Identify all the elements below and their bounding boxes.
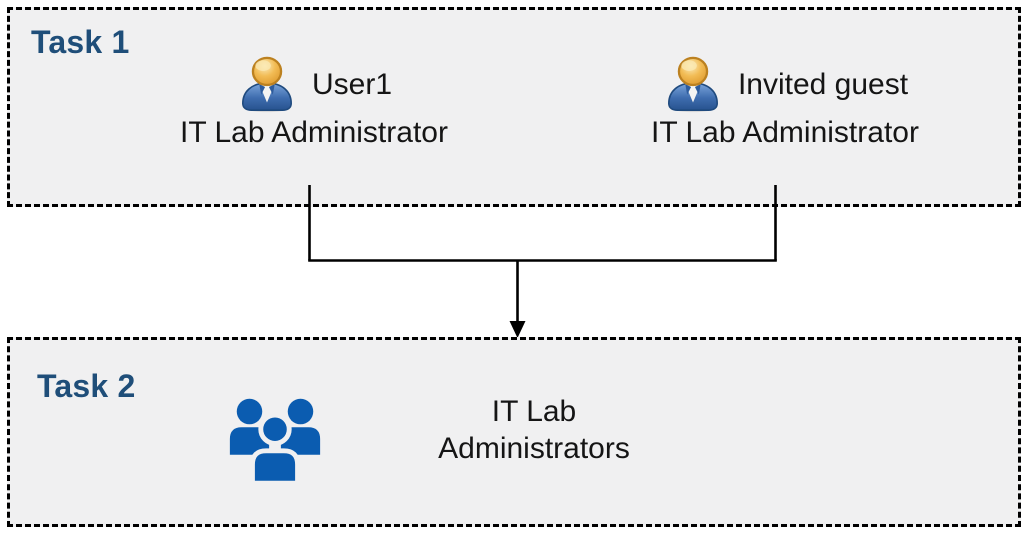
- guest-role: IT Lab Administrator: [651, 116, 919, 149]
- group-name-line2: Administrators: [438, 432, 630, 465]
- task1-box: Task 1 User1 IT Lab Administrator: [7, 7, 1021, 207]
- people-group-icon: [224, 394, 326, 486]
- task2-box: Task 2 IT Lab Administrators: [7, 337, 1021, 527]
- guest-row: Invited guest: [662, 54, 908, 116]
- group-name-line1: IT Lab: [491, 395, 577, 428]
- group-name: IT Lab Administrators: [364, 393, 704, 467]
- guest-name: Invited guest: [737, 68, 909, 101]
- user-entry-invited-guest: Invited guest IT Lab Administrator: [615, 54, 955, 150]
- user1-row: User1: [236, 54, 392, 116]
- task2-label: Task 2: [37, 368, 136, 404]
- arrow-down-icon: [509, 321, 526, 338]
- user1-name: User1: [311, 68, 393, 101]
- task1-label: Task 1: [31, 24, 130, 60]
- user-icon: [236, 54, 298, 116]
- user-icon: [662, 54, 724, 116]
- user1-role: IT Lab Administrator: [180, 116, 448, 149]
- user-entry-user1: User1 IT Lab Administrator: [144, 54, 484, 150]
